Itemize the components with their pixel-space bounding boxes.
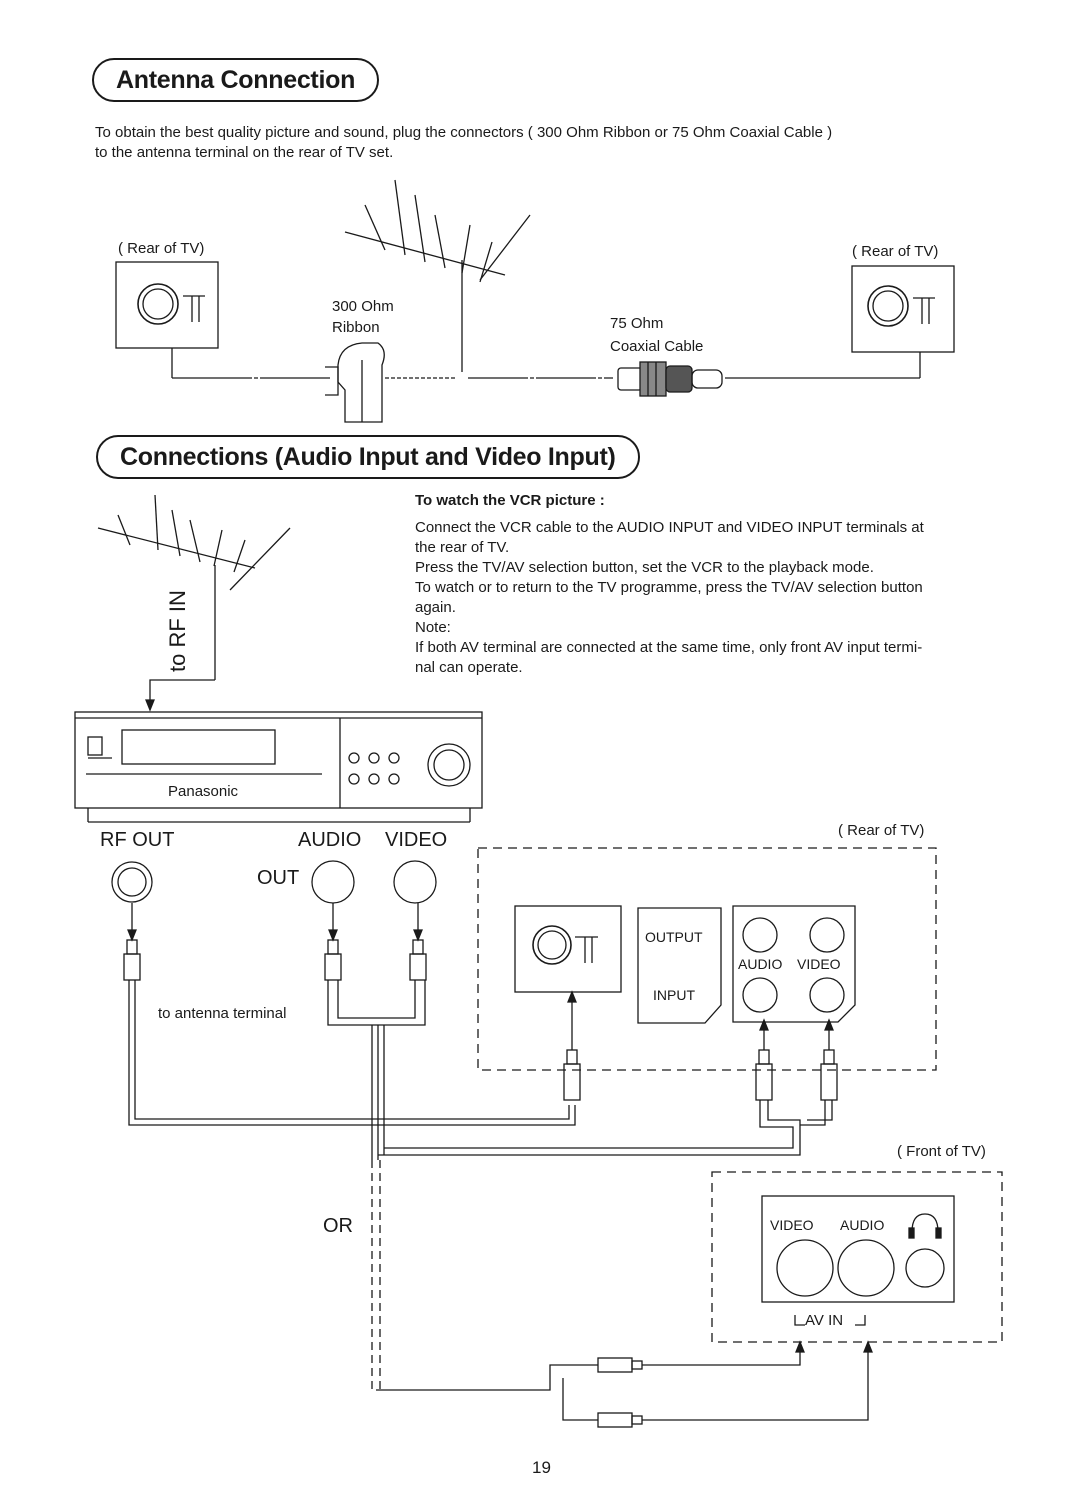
rf-out-jack — [111, 861, 153, 903]
vcr-video-label: VIDEO — [385, 829, 448, 851]
rear-tv-rf-plug — [563, 990, 581, 1101]
rear-tv-audio-plug — [755, 1018, 773, 1101]
coax-label-line2: Coaxial Cable — [610, 338, 704, 355]
antenna-connection-title: Antenna Connection — [92, 58, 380, 102]
vcr-instructions: Connect the VCR cable to the AUDIO INPUT… — [415, 518, 1015, 678]
rear-tv-av-box — [477, 847, 937, 1071]
vcr-out-label: OUT — [257, 867, 300, 889]
vcr-unit — [74, 711, 483, 823]
ribbon-label-line1: 300 Ohm — [332, 298, 394, 315]
antenna-icon — [97, 494, 291, 680]
av-connections-title: Connections (Audio Input and Video Input… — [96, 435, 640, 479]
instruction-line: nal can operate. — [415, 659, 523, 676]
output-label: OUTPUT — [645, 929, 703, 945]
front-video-label: VIDEO — [770, 1217, 814, 1233]
output-input-panel — [637, 907, 722, 1024]
coaxial-plug-icon — [617, 361, 723, 397]
instruction-line: If both AV terminal are connected at the… — [415, 639, 923, 656]
ribbon-label-line2: Ribbon — [332, 319, 380, 336]
antenna-intro-line1: To obtain the best quality picture and s… — [95, 124, 833, 141]
rf-plug — [123, 903, 141, 981]
front-plug-upper — [597, 1357, 643, 1373]
rear-tv-left-panel — [115, 261, 219, 349]
front-av-panel — [761, 1195, 955, 1326]
headphones-icon — [908, 1213, 942, 1239]
coax-label-line1: 75 Ohm — [610, 315, 664, 332]
front-tv-box — [711, 1171, 1003, 1343]
front-audio-label: AUDIO — [840, 1217, 885, 1233]
av-in-label: AV IN — [805, 1312, 844, 1329]
rear-tv-right-panel — [851, 265, 955, 353]
vcr-picture-heading: To watch the VCR picture : — [415, 492, 605, 509]
rear-tv-video-plug — [820, 1018, 838, 1101]
front-of-tv-label: ( Front of TV) — [897, 1143, 986, 1160]
to-antenna-terminal-label: to antenna terminal — [158, 1005, 287, 1022]
vcr-audio-label: AUDIO — [298, 829, 362, 851]
panel-video-label: VIDEO — [797, 956, 841, 972]
input-label: INPUT — [653, 987, 695, 1003]
instruction-line: Note: — [415, 619, 451, 636]
vcr-brand-label: Panasonic — [168, 783, 239, 800]
rear-of-tv-left-label: ( Rear of TV) — [118, 240, 205, 257]
audio-out-jack — [311, 860, 355, 904]
instruction-line: Connect the VCR cable to the AUDIO INPUT… — [415, 519, 924, 536]
video-out-jack — [393, 860, 437, 904]
or-label: OR — [323, 1215, 353, 1237]
rear-of-tv-right-label: ( Rear of TV) — [852, 243, 939, 260]
rf-out-label: RF OUT — [100, 829, 175, 851]
video-plug — [409, 903, 427, 981]
av-terminal-panel — [732, 905, 856, 1023]
instruction-line: again. — [415, 599, 456, 616]
page-number: 19 — [532, 1458, 551, 1477]
antenna-icon — [344, 179, 531, 372]
rear-of-tv-av-label: ( Rear of TV) — [838, 822, 925, 839]
audio-plug — [324, 903, 342, 981]
antenna-intro-line2: to the antenna terminal on the rear of T… — [95, 144, 394, 161]
instruction-line: Press the TV/AV selection button, set th… — [415, 559, 874, 576]
front-plug-lower — [597, 1412, 643, 1428]
instruction-line: the rear of TV. — [415, 539, 510, 556]
instruction-line: To watch or to return to the TV programm… — [415, 579, 923, 596]
rear-tv-antenna-terminal — [514, 905, 622, 993]
ribbon-plug-icon — [325, 342, 385, 423]
panel-audio-label: AUDIO — [738, 956, 783, 972]
